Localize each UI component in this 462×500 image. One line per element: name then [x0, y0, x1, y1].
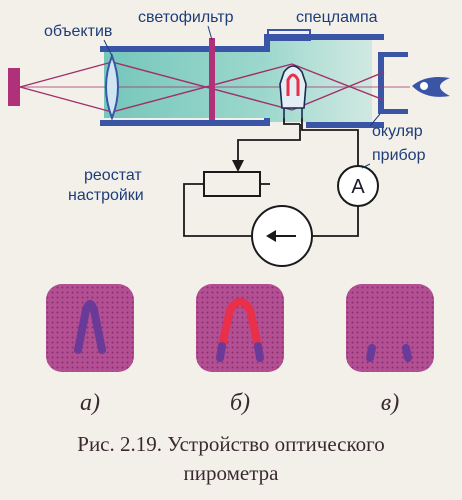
label-eyepiece: окуляр	[372, 123, 423, 140]
caption-line1: Рис. 2.19. Устройство оптического	[77, 432, 384, 456]
panel-a-label: а)	[80, 390, 100, 416]
rheostat	[203, 171, 261, 197]
caption-line2: пирометра	[184, 461, 280, 485]
ammeter	[337, 165, 379, 207]
filter-plate	[209, 38, 215, 120]
tube-bottom-wall	[100, 120, 270, 126]
hot-object	[8, 68, 20, 106]
label-lens: объектив	[44, 23, 112, 40]
lamp-housing	[267, 29, 311, 41]
eyepiece-ring	[378, 52, 384, 114]
panel-b-label: б)	[230, 390, 250, 416]
label-filter: светофильтр	[138, 9, 234, 26]
panel-a	[46, 284, 134, 372]
current-direction-arrow	[266, 230, 276, 242]
optical-tube	[100, 29, 408, 128]
panel-c	[346, 284, 434, 372]
objective-lens	[105, 53, 119, 121]
tube-top-wall	[100, 46, 270, 52]
filament-ends	[366, 344, 376, 362]
special-lamp	[279, 65, 307, 118]
rheostat-slider-arrow	[232, 160, 244, 172]
label-rheostat-line1: реостат	[84, 167, 142, 184]
ammeter-symbol: A	[351, 176, 365, 198]
label-meter: прибор	[372, 147, 426, 164]
circuit	[183, 118, 359, 237]
light-rays	[19, 61, 410, 113]
panel-c-label: в)	[381, 390, 399, 416]
filament-bright	[218, 298, 262, 350]
eye-icon	[412, 77, 450, 97]
label-rheostat-line2: настройки	[68, 187, 144, 204]
panel-b	[196, 284, 284, 372]
label-lamp: спецлампа	[296, 9, 378, 26]
filament-dark	[74, 300, 106, 354]
